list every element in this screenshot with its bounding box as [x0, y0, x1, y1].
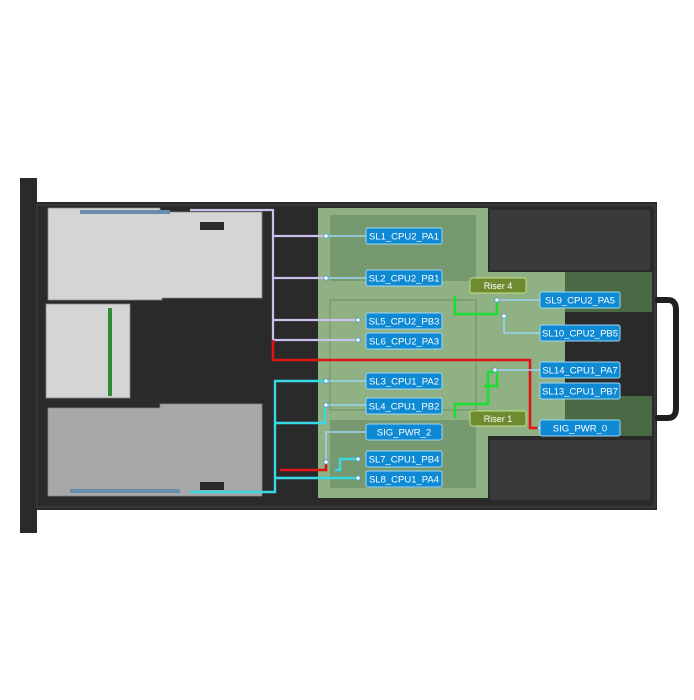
- svg-text:SIG_PWR_0: SIG_PWR_0: [553, 424, 607, 435]
- svg-text:SL3_CPU1_PA2: SL3_CPU1_PA2: [369, 377, 439, 388]
- card-top: [47, 207, 263, 301]
- riser-4: Riser 4: [469, 277, 527, 294]
- rear-bay-top: [490, 210, 650, 270]
- label-sl10: SL10_CPU2_PB5: [539, 324, 621, 342]
- svg-text:SL7_CPU1_PB4: SL7_CPU1_PB4: [369, 455, 440, 466]
- svg-text:SL5_CPU2_PB3: SL5_CPU2_PB3: [369, 317, 440, 328]
- label-sl3: SL3_CPU1_PA2: [365, 372, 443, 390]
- label-sl14: SL14_CPU1_PA7: [539, 361, 621, 379]
- label-sl8: SL8_CPU1_PA4: [365, 470, 443, 488]
- svg-text:SL14_CPU1_PA7: SL14_CPU1_PA7: [542, 366, 617, 377]
- label-sl4: SL4_CPU1_PB2: [365, 397, 443, 415]
- svg-text:SL10_CPU2_PB5: SL10_CPU2_PB5: [542, 329, 618, 340]
- connector-dots: [323, 233, 543, 481]
- card-bottom-slot: [70, 489, 180, 493]
- card-bottom: [47, 403, 263, 497]
- svg-text:SL13_CPU1_PB7: SL13_CPU1_PB7: [542, 387, 618, 398]
- svg-text:SIG_PWR_2: SIG_PWR_2: [377, 428, 431, 439]
- riser-1: Riser 1: [469, 410, 527, 427]
- svg-text:SL4_CPU1_PB2: SL4_CPU1_PB2: [369, 402, 440, 413]
- card-top-slot: [80, 210, 170, 214]
- rear-handle: [655, 297, 679, 421]
- front-cards: [45, 207, 263, 497]
- svg-text:SL8_CPU1_PA4: SL8_CPU1_PA4: [369, 475, 439, 486]
- label-sl5: SL5_CPU2_PB3: [365, 312, 443, 330]
- chassis-inner-edge: [36, 204, 656, 508]
- cable-lavender: [190, 208, 358, 342]
- riser-4-label: Riser 4: [484, 281, 513, 291]
- svg-text:SL2_CPU2_PB1: SL2_CPU2_PB1: [369, 274, 440, 285]
- card-bottom-latch: [200, 482, 224, 490]
- svg-text:SL9_CPU2_PA5: SL9_CPU2_PA5: [545, 296, 615, 307]
- card-top-latch: [200, 222, 224, 230]
- label-sl7: SL7_CPU1_PB4: [365, 450, 443, 468]
- svg-text:SL6_CPU2_PA3: SL6_CPU2_PA3: [369, 337, 439, 348]
- label-sig-pwr-0: SIG_PWR_0: [539, 419, 621, 437]
- cable-cyan: [190, 379, 358, 494]
- svg-text:SL1_CPU2_PA1: SL1_CPU2_PA1: [369, 232, 439, 243]
- rear-bay-bottom: [490, 440, 650, 500]
- label-sl9: SL9_CPU2_PA5: [539, 291, 621, 309]
- card-middle-connector: [108, 308, 112, 396]
- label-sl13: SL13_CPU1_PB7: [539, 382, 621, 400]
- cable-lightblue: [325, 235, 540, 462]
- label-sl6: SL6_CPU2_PA3: [365, 332, 443, 350]
- cable-green: [453, 296, 499, 418]
- label-sig-pwr-2: SIG_PWR_2: [365, 423, 443, 441]
- label-sl2: SL2_CPU2_PB1: [365, 269, 443, 287]
- label-sl1: SL1_CPU2_PA1: [365, 227, 443, 245]
- card-middle: [45, 303, 131, 399]
- cable-red: [271, 340, 540, 472]
- riser-1-label: Riser 1: [484, 414, 513, 424]
- front-bezel: [20, 178, 37, 533]
